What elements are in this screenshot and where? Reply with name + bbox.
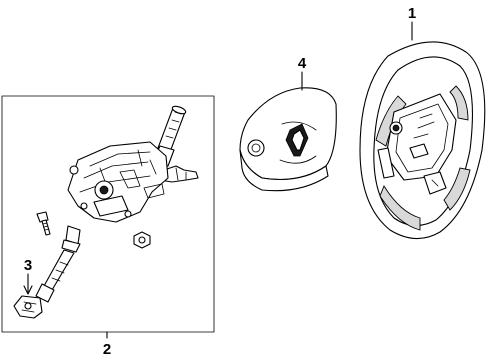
intermediate-shaft — [13, 225, 81, 319]
steering-column-shaft — [152, 105, 187, 167]
airbag-module — [239, 87, 337, 192]
callout-4: 4 — [298, 55, 307, 72]
callout-2: 2 — [103, 341, 111, 358]
column-nut — [133, 231, 151, 249]
callout-1: 1 — [408, 5, 416, 22]
column-bolt — [36, 211, 51, 236]
leader-arrow-3 — [23, 285, 33, 295]
callout-3: 3 — [24, 257, 32, 274]
column-reference-box — [1, 95, 215, 333]
steering-column-group — [1, 95, 215, 333]
steering-wheel — [359, 41, 486, 240]
steering-column-housing — [67, 141, 169, 223]
